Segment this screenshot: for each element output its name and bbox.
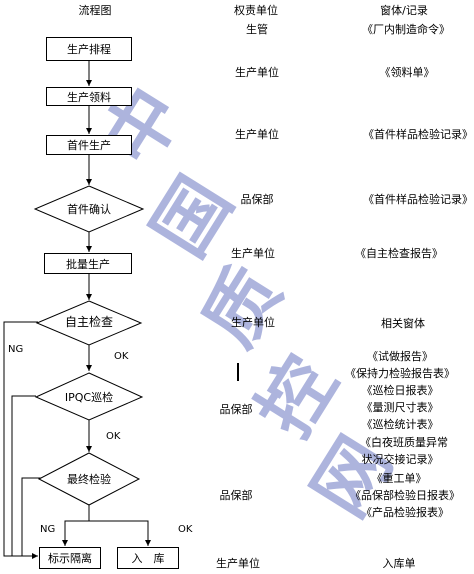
- header-flowchart: 流程图: [78, 4, 112, 17]
- step-warehousing: 入 库: [117, 547, 179, 569]
- label-ok: OK: [178, 524, 193, 535]
- record-form: 《巡检统计表》: [361, 418, 439, 431]
- record-form: 《试做报告》: [367, 350, 433, 363]
- step-final-inspection: 最终检验: [67, 473, 111, 486]
- header-record: 窗体/记录: [380, 4, 428, 17]
- record-form: 《品保部检验日报表》: [350, 489, 460, 502]
- record-form: 《首件样品检验记录》: [363, 193, 473, 206]
- record-form: 《保持力检验报告表》: [345, 367, 455, 380]
- department-label: 品保部: [240, 193, 274, 206]
- step-first-article-confirm: 首件确认: [67, 203, 111, 216]
- step-mass-production: 批量生产: [44, 253, 132, 274]
- record-form: 《产品检验报表》: [361, 506, 449, 519]
- header-department: 权责单位: [234, 4, 278, 17]
- arrow-ng-loop-2: [11, 395, 36, 556]
- record-form: 状况交接记录》: [361, 453, 439, 466]
- record-form: 《首件样品检验记录》: [363, 128, 473, 141]
- step-self-check: 自主检查: [64, 315, 114, 329]
- record-form: 入库单: [382, 557, 416, 570]
- record-form: 《厂内制造命令》: [362, 23, 450, 36]
- department-label: 生产单位: [235, 128, 279, 141]
- arrow-8-ng: [62, 505, 90, 546]
- step-ipqc-patrol: IPQC巡检: [64, 391, 114, 404]
- arrow-ng-loop-3: [21, 477, 45, 556]
- label-ok: OK: [114, 351, 129, 362]
- step-production-scheduling: 生产排程: [46, 37, 132, 61]
- step-material-requisition: 生产领料: [46, 87, 132, 106]
- department-label: 生产单位: [235, 66, 279, 79]
- department-label: 生管: [246, 23, 268, 36]
- step-first-article-production: 首件生产: [46, 135, 132, 155]
- label-ng: NG: [8, 344, 24, 355]
- arrow-ng-loop-1: [3, 321, 38, 559]
- decision-self-check: [35, 300, 143, 346]
- decision-final-inspection: [37, 452, 141, 506]
- decision-ipqc: [34, 372, 144, 421]
- record-form: 《白夜班质量异常: [360, 436, 448, 449]
- department-label: 生产单位: [231, 316, 275, 329]
- record-form: 《量测尺寸表》: [361, 401, 439, 414]
- record-form: 《自主检查报告》: [355, 247, 443, 260]
- record-form: 《领料单》: [379, 66, 435, 79]
- department-label: 品保部: [219, 489, 253, 502]
- decision-first-article: [33, 185, 145, 233]
- record-form: 《巡检日报表》: [361, 384, 439, 397]
- step-mark-isolate: 标示隔离: [39, 547, 101, 569]
- arrow-8-ok: [89, 520, 151, 546]
- label-ok: OK: [106, 431, 121, 442]
- record-form: 《重工单》: [371, 472, 427, 485]
- record-form: 相关窗体: [381, 317, 425, 330]
- department-label: 品保部: [219, 403, 253, 416]
- department-label: 生产单位: [231, 247, 275, 260]
- department-label: 生产单位: [216, 557, 260, 570]
- label-ng: NG: [40, 524, 56, 535]
